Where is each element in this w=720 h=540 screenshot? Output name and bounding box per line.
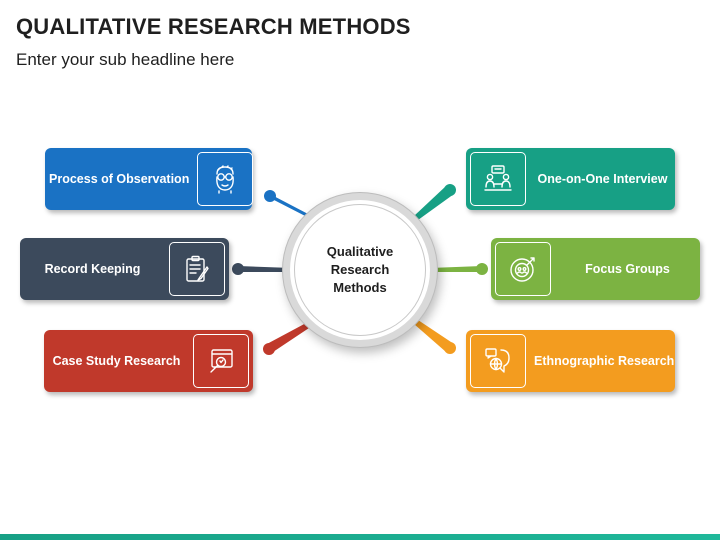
- card-one-on-one-interview[interactable]: One-on-One Interview: [466, 148, 675, 210]
- card-focus-groups[interactable]: Focus Groups: [491, 238, 700, 300]
- connector-ethnographic: [414, 320, 454, 352]
- card-label: Record Keeping: [44, 262, 141, 276]
- connector-focus: [430, 266, 482, 272]
- observer-goggles-icon: [197, 152, 254, 206]
- card-label: Ethnographic Research: [534, 354, 675, 368]
- target-group-icon: [495, 242, 551, 296]
- card-label: Focus Groups: [585, 262, 670, 276]
- magnifier-document-icon: [193, 334, 249, 388]
- center-title: Qualitative Research Methods: [310, 243, 410, 297]
- connector-interview: [414, 186, 454, 220]
- connector-dot-interview: [444, 184, 456, 196]
- globe-magnifier-icon: [470, 334, 526, 388]
- card-case-study-research[interactable]: Case Study Research: [44, 330, 253, 392]
- interview-people-icon: [470, 152, 526, 206]
- bottom-accent-bar: [0, 534, 720, 540]
- page-title: QUALITATIVE RESEARCH METHODS: [16, 14, 411, 39]
- connector-dot-ethnographic: [444, 342, 456, 354]
- card-ethnographic-research[interactable]: Ethnographic Research: [466, 330, 675, 392]
- connector-dot-focus: [476, 263, 488, 275]
- connector-dot-casestudy: [263, 343, 275, 355]
- connector-record: [238, 266, 292, 272]
- card-process-of-observation[interactable]: Process of Observation: [45, 148, 254, 210]
- center-title-line3: Methods: [333, 280, 387, 295]
- center-hub: Qualitative Research Methods: [290, 200, 430, 340]
- page-subtitle: Enter your sub headline here: [16, 50, 235, 69]
- center-title-line1: Qualitative: [326, 244, 394, 259]
- connector-observation: [266, 192, 313, 220]
- connector-dot-record: [232, 263, 244, 275]
- center-inner-ring: [294, 204, 426, 336]
- connector-dot-observation: [264, 190, 276, 202]
- card-label: One-on-One Interview: [537, 172, 668, 186]
- card-label: Case Study Research: [52, 354, 181, 368]
- center-title-line2: Research: [330, 262, 390, 277]
- connector-casestudy: [265, 322, 312, 352]
- clipboard-pencil-icon: [169, 242, 225, 296]
- card-record-keeping[interactable]: Record Keeping: [20, 238, 229, 300]
- card-label: Process of Observation: [49, 172, 190, 186]
